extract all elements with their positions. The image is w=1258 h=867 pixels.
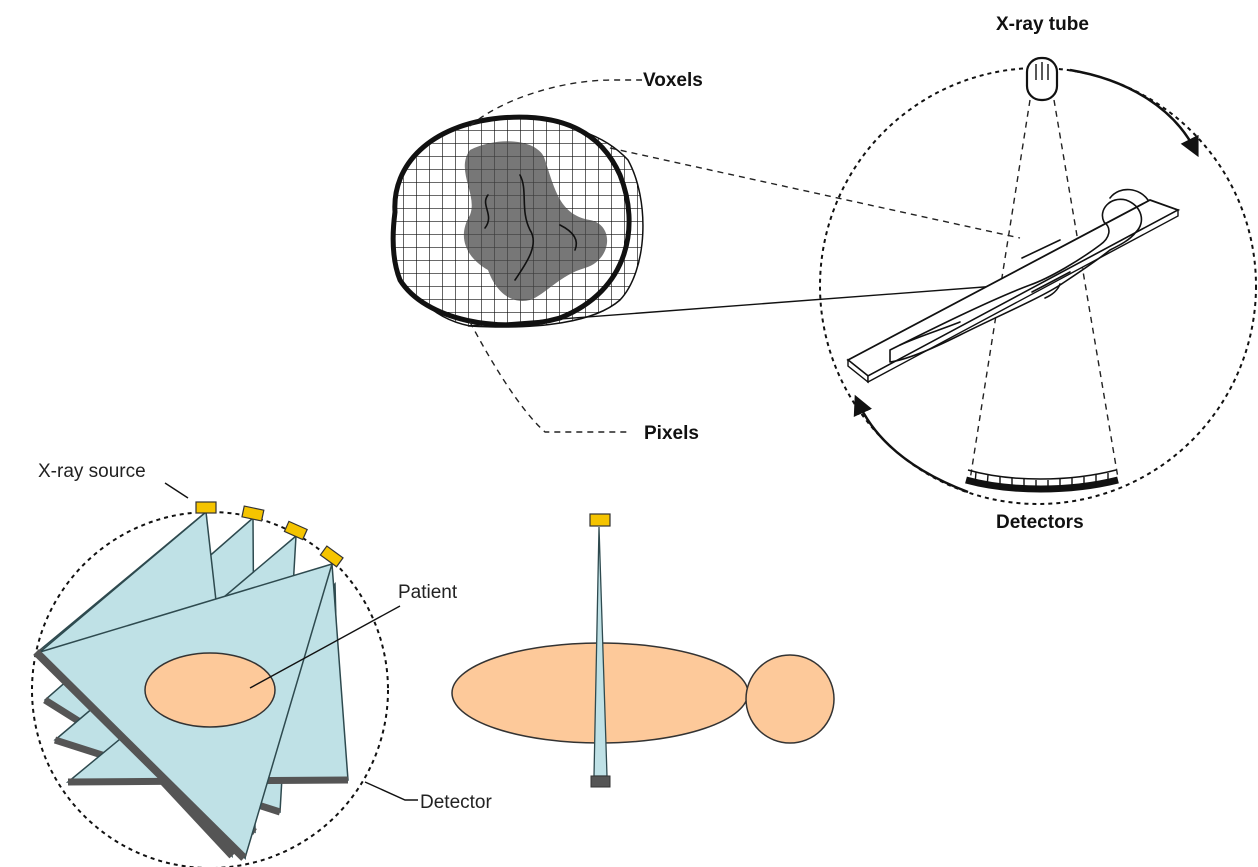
beam-right-edge (1054, 100, 1118, 478)
patient-ellipse-icon (145, 653, 275, 727)
side-view-group (452, 514, 834, 787)
xray-tube-label: X-ray tube (996, 14, 1089, 35)
source-sweep-group: X-ray source Patient Detector (32, 461, 492, 867)
detectors-label: Detectors (996, 512, 1084, 533)
head-circle (746, 655, 834, 743)
pixels-label: Pixels (644, 423, 699, 444)
xray-source-leader (165, 483, 188, 498)
side-detector-icon (591, 776, 610, 787)
detector-array-icon (966, 470, 1118, 492)
rotation-arrow-top (1070, 70, 1195, 150)
xray-source-label: X-ray source (38, 461, 146, 482)
voxel-slice (380, 100, 650, 340)
patient-label: Patient (398, 582, 458, 603)
side-source-icon (590, 514, 610, 526)
rotation-arrow-bottom (858, 402, 968, 492)
detector-label: Detector (420, 792, 492, 813)
pixels-leader (470, 322, 630, 432)
voxels-label: Voxels (643, 70, 703, 91)
xray-tube-icon (1027, 58, 1057, 100)
detector-leader (365, 782, 418, 800)
ct-scanner-group: Voxels Pixels X-ray tube (380, 14, 1256, 533)
projection-line-top (610, 148, 1020, 238)
